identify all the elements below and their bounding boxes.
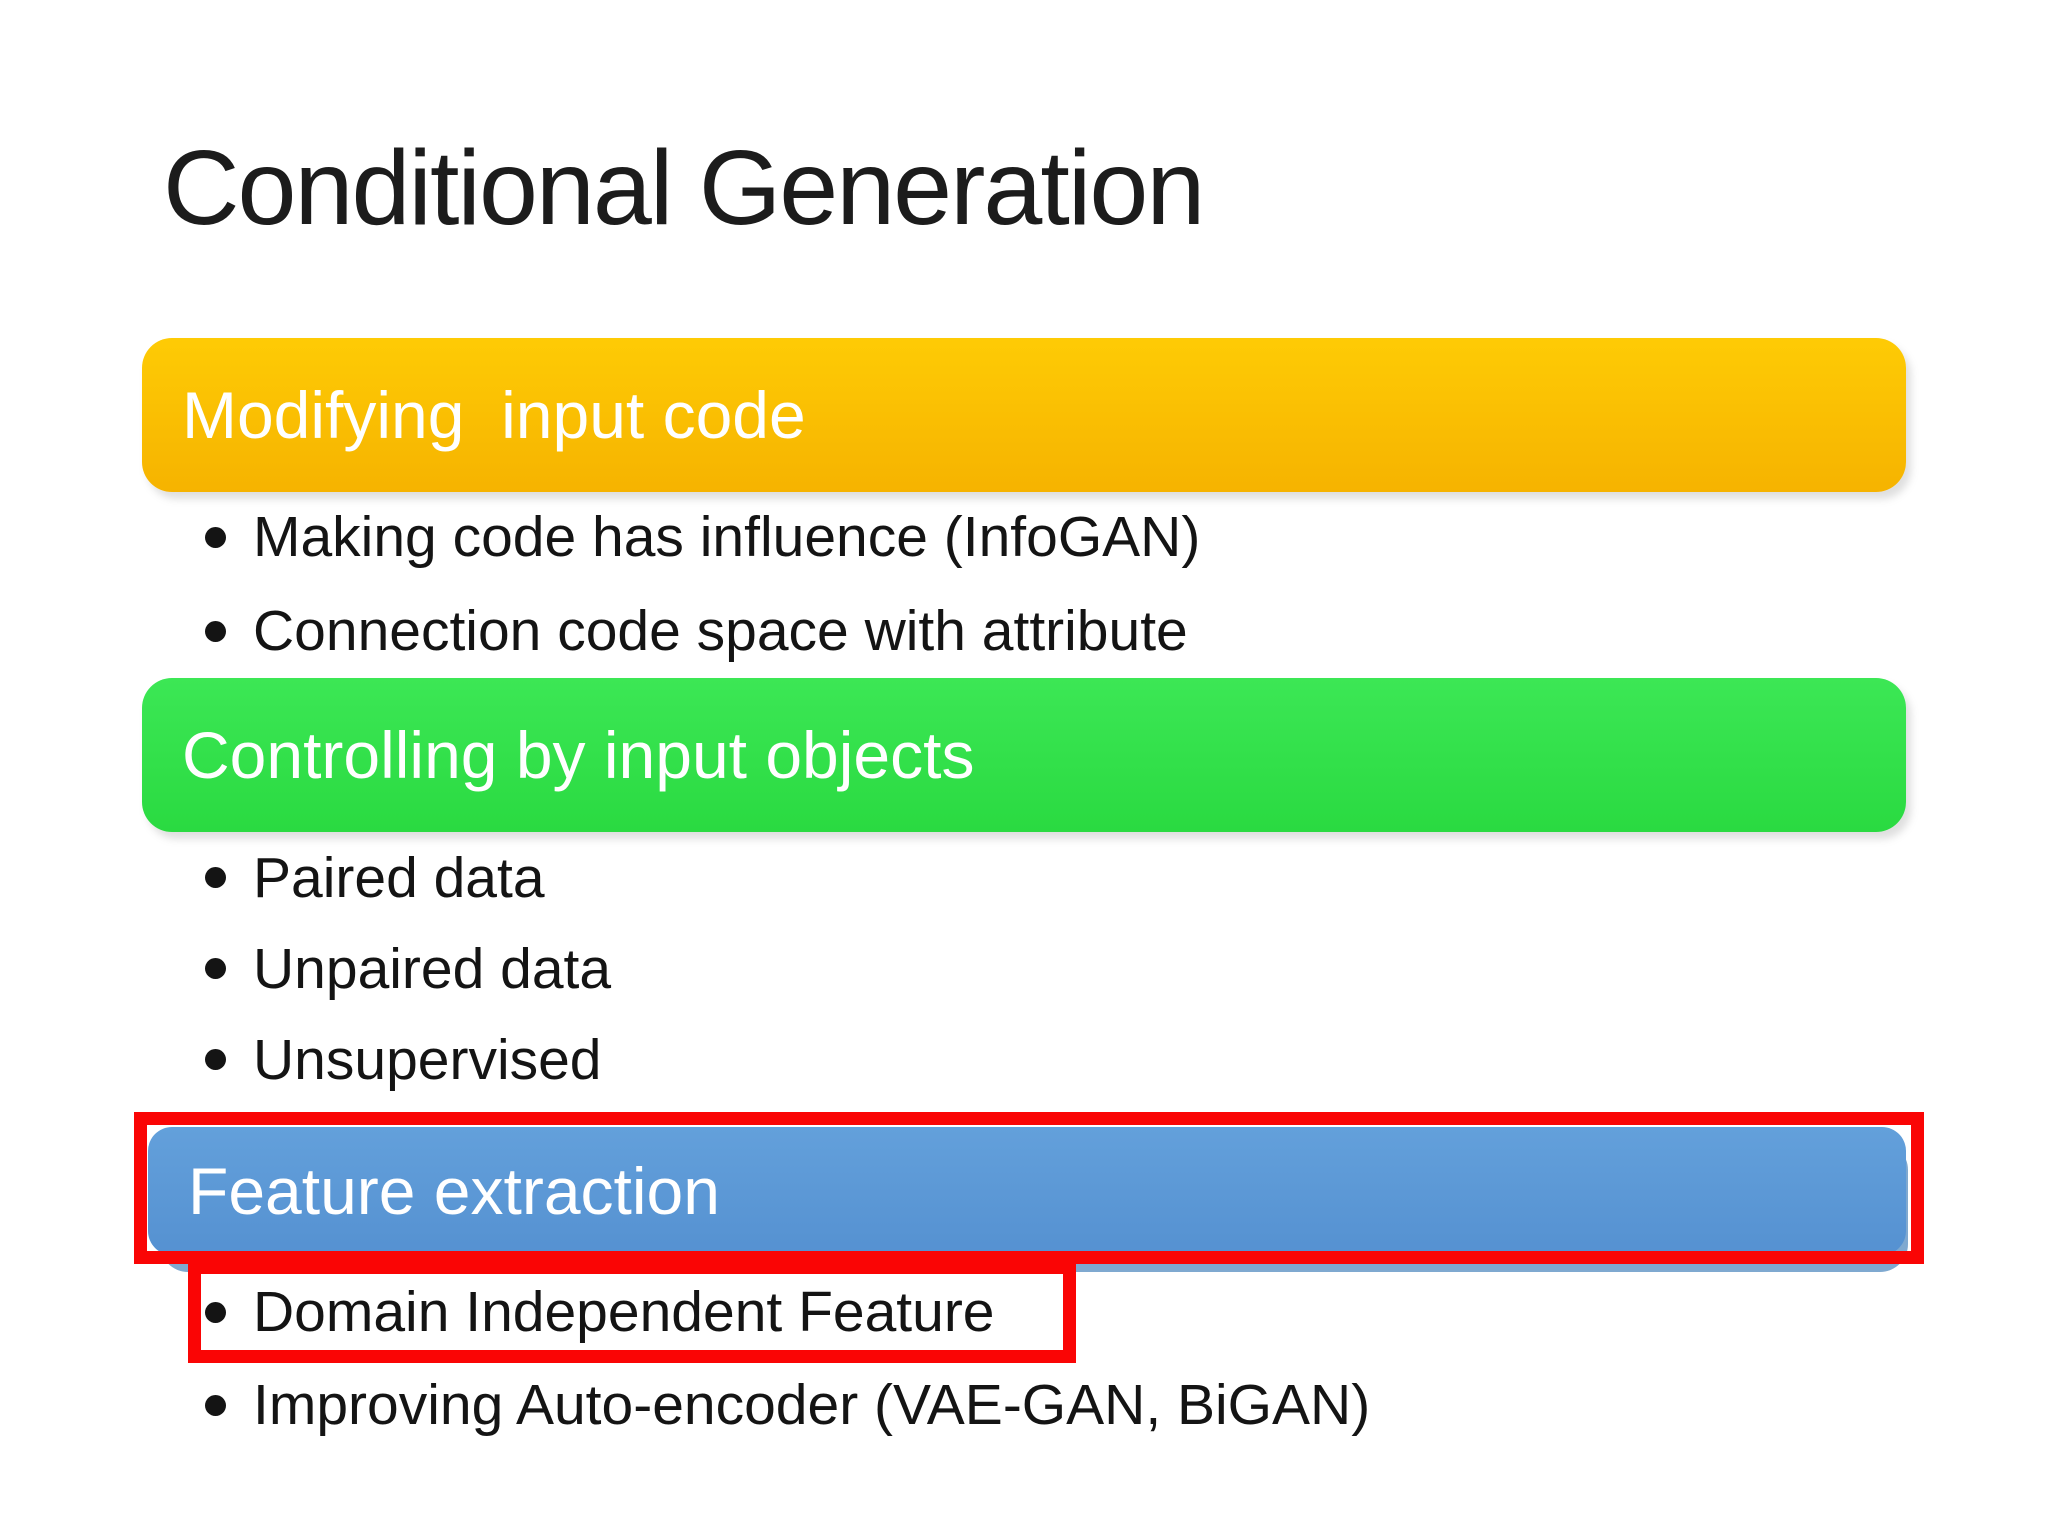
bullet-text: Unsupervised bbox=[253, 1027, 602, 1092]
bullet-text: Improving Auto-encoder (VAE-GAN, BiGAN) bbox=[253, 1373, 1371, 1437]
bullet-text: Making code has influence (InfoGAN) bbox=[253, 505, 1201, 569]
bullet-dot bbox=[205, 1394, 226, 1416]
banner-modifying-input-code: Modifying input code bbox=[142, 338, 1906, 492]
list-item: Improving Auto-encoder (VAE-GAN, BiGAN) bbox=[205, 1372, 1370, 1438]
bullet-dot bbox=[205, 1049, 226, 1070]
list-item: Paired data bbox=[205, 832, 611, 923]
banner-label: Modifying input code bbox=[182, 378, 806, 452]
banner-label: Controlling by input objects bbox=[182, 718, 975, 792]
bullet-dot bbox=[205, 1301, 226, 1323]
bullet-dot bbox=[205, 867, 226, 888]
bullet-dot bbox=[205, 620, 226, 642]
list-item: Making code has influence (InfoGAN) bbox=[205, 490, 1200, 584]
highlight-box-bullet bbox=[188, 1261, 1076, 1363]
banner-controlling-by-input-objects: Controlling by input objects bbox=[142, 678, 1906, 832]
bullet-text: Connection code space with attribute bbox=[253, 599, 1188, 663]
bullet-text: Unpaired data bbox=[253, 936, 612, 1001]
bullet-text: Paired data bbox=[253, 845, 545, 910]
bullet-dot bbox=[205, 958, 226, 979]
list-item: Connection code space with attribute bbox=[205, 584, 1200, 678]
list-item: Unsupervised bbox=[205, 1014, 611, 1105]
list-item: Domain Independent Feature bbox=[205, 1279, 995, 1345]
banner-label: Feature extraction bbox=[188, 1154, 720, 1228]
bullet-list-controlling: Paired data Unpaired data Unsupervised bbox=[205, 832, 611, 1105]
bullet-dot bbox=[205, 526, 226, 548]
bullet-text: Domain Independent Feature bbox=[253, 1280, 995, 1344]
highlight-box-banner bbox=[134, 1112, 1924, 1264]
banner-feature-extraction: Feature extraction bbox=[148, 1127, 1906, 1255]
page-title: Conditional Generation bbox=[163, 129, 1205, 247]
list-item: Unpaired data bbox=[205, 923, 611, 1014]
bullet-list-modifying: Making code has influence (InfoGAN) Conn… bbox=[205, 490, 1200, 678]
